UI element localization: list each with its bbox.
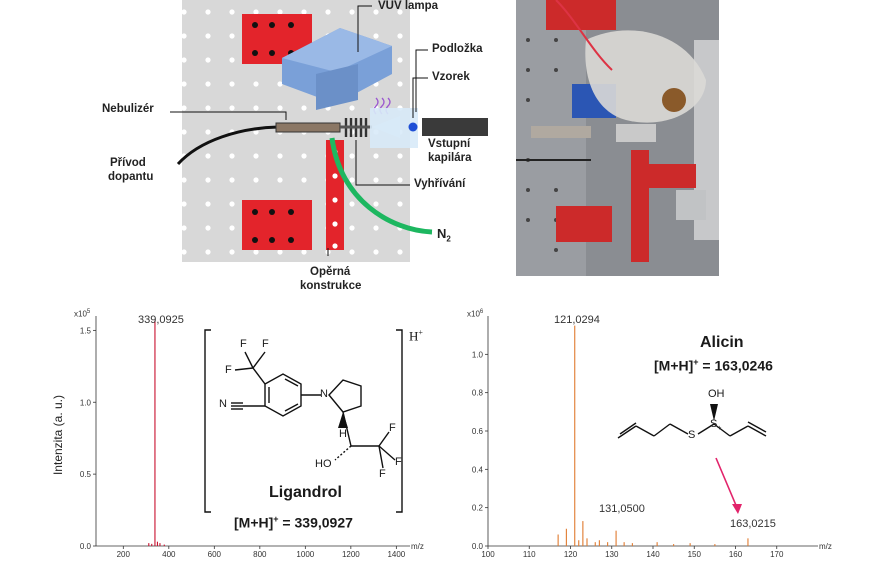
label-sample: Vzorek	[432, 71, 470, 83]
x-tick-label: 200	[117, 550, 131, 559]
peak-label-339: 339,0925	[138, 314, 184, 326]
atom-F2: F	[262, 338, 269, 350]
atom-F5: F	[395, 456, 402, 468]
scale-label-left: x105	[74, 309, 91, 319]
label-support-2: konstrukce	[300, 280, 362, 292]
x-tick-label: 600	[208, 550, 222, 559]
label-n2: N2	[437, 226, 451, 244]
ion-source-diagram: VUV lampa Podložka Vzorek Nebulizér Přív…	[100, 0, 510, 295]
peak-label-163: 163,0215	[730, 518, 776, 530]
scale-label-right: x106	[467, 309, 484, 319]
chart-ligandrol-svg: 200 400 600 800 1000 1200 1400 0.0 0.5 1.0 1.5 m/z	[80, 316, 424, 559]
label-vuv-lamp: VUV lampa	[378, 0, 439, 12]
alicin-arrow	[715, 457, 742, 514]
atom-HO: HO	[315, 458, 332, 470]
label-support-1: Opěrná	[310, 266, 351, 278]
x-tick-label: 130	[605, 550, 619, 559]
nebulizer-body	[275, 122, 341, 133]
x-unit-label: m/z	[411, 542, 424, 551]
y-tick-label: 0.4	[472, 465, 484, 474]
atom-F6: F	[379, 468, 386, 480]
ylabel-left: Intenzita (a. u.)	[51, 394, 66, 476]
x-tick-label: 400	[162, 550, 176, 559]
x-tick-label: 170	[770, 550, 784, 559]
y-tick-label: 1.0	[472, 350, 484, 359]
bracket-charge: H+	[409, 328, 423, 344]
vuv-lamp	[282, 28, 392, 110]
atom-F3: F	[225, 364, 232, 376]
y-tick-label: 0.6	[472, 427, 484, 436]
nitrogen-tube	[329, 137, 433, 235]
atom-F1: F	[240, 338, 247, 350]
ion-formula-alicin: [M+H]+ = 163,0246	[654, 357, 773, 374]
label-dopant-inlet-2: dopantu	[108, 171, 154, 183]
x-tick-label: 100	[481, 550, 495, 559]
compound-name-alicin: Alicin	[700, 334, 744, 351]
x-tick-label: 1200	[342, 550, 360, 559]
label-inlet-capillary-2: kapilára	[428, 152, 472, 164]
y-tick-label: 0.5	[80, 470, 92, 479]
alicin-structure: S S+ OH	[614, 388, 804, 458]
label-heating: Vyhřívání	[414, 178, 466, 190]
y-tick-label: 1.5	[80, 326, 92, 335]
y-tick-label: 0.0	[80, 542, 92, 551]
atom-S: S	[688, 429, 696, 441]
dopant-tube	[176, 125, 279, 166]
label-substrate: Podložka	[432, 43, 483, 55]
diagram-svg	[170, 0, 488, 262]
ion-formula-ligandrol: [M+H]+ = 339,0927	[234, 514, 353, 531]
peak-label-131: 131,0500	[599, 503, 645, 515]
y-tick-label: 0.8	[472, 389, 484, 398]
label-nebulizer: Nebulizér	[102, 103, 154, 115]
label-dopant-inlet-1: Přívod	[110, 157, 146, 169]
x-tick-label: 1400	[387, 550, 405, 559]
ligandrol-bracket: F F F N N H HO F F F H+ Ligandrol	[203, 328, 423, 514]
peak-label-121: 121,0294	[554, 314, 600, 326]
x-tick-label: 110	[523, 550, 536, 559]
ligandrol-structure	[204, 329, 403, 513]
y-tick-label: 0.2	[472, 504, 484, 513]
x-tick-label: 120	[564, 550, 578, 559]
x-tick-label: 160	[729, 550, 743, 559]
inlet-capillary	[422, 118, 488, 136]
atom-OH: OH	[708, 388, 725, 400]
x-tick-label: 1000	[296, 550, 314, 559]
atom-F4: F	[389, 422, 396, 434]
setup-photo	[516, 0, 719, 276]
sample-dot	[408, 122, 418, 132]
x-unit-label: m/z	[819, 542, 832, 551]
compound-name-ligandrol: Ligandrol	[269, 484, 342, 501]
x-tick-label: 140	[646, 550, 660, 559]
label-inlet-capillary-1: Vstupní	[428, 138, 471, 150]
y-tick-label: 0.0	[472, 542, 484, 551]
y-tick-label: 1.0	[80, 398, 92, 407]
spectrum-alicin: 100 110 120 130 140 150 160 170 0.0 0.2 0.4 0.6 0.8 1…	[462, 300, 834, 563]
x-tick-label: 150	[688, 550, 702, 559]
chart-alicin-svg: 100 110 120 130 140 150 160 170 0.0 0.2 0.4 0.6 0.8 1…	[472, 316, 832, 559]
atom-N-ring: N	[320, 388, 328, 400]
atom-H: H	[339, 428, 347, 440]
atom-N-nitrile: N	[219, 398, 227, 410]
photo-illustration	[516, 0, 719, 276]
x-tick-label: 800	[253, 550, 267, 559]
atom-S-plus: S+	[710, 418, 722, 433]
